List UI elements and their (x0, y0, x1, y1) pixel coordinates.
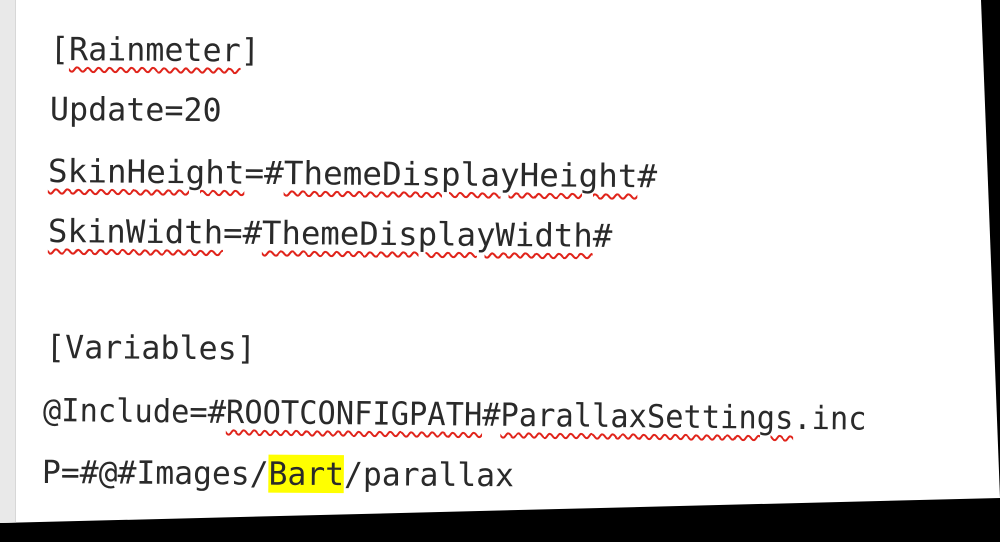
spellcheck-word: ROOTCONFIGPATH (225, 392, 483, 434)
code-line-skin-height[interactable]: SkinHeight=#ThemeDisplayHeight# (48, 151, 658, 196)
code-token: [ (49, 30, 70, 69)
code-token: # (592, 216, 613, 255)
code-token: [Variables] (45, 328, 256, 368)
code-token: Update=20 (49, 90, 222, 130)
code-line-skin-width[interactable]: SkinWidth=#ThemeDisplayWidth# (48, 211, 613, 256)
code-line-rainmeter-section[interactable]: [Rainmeter] (50, 29, 260, 70)
code-line-include[interactable]: @Include=#ROOTCONFIGPATH#ParallaxSetting… (43, 390, 867, 439)
code-line-update[interactable]: Update=20 (50, 89, 222, 130)
editor-gutter (0, 0, 16, 523)
code-token: @Include=# (42, 391, 227, 431)
spellcheck-word: SkinHeight (47, 152, 245, 192)
code-token: =# (244, 153, 284, 193)
spellcheck-word: SkinWidth (47, 212, 224, 252)
code-line-parallax-path[interactable]: P=#@#Images/Bart/parallax (42, 452, 514, 495)
code-token: /parallax (343, 455, 515, 495)
highlighted-word: Bart (268, 454, 345, 494)
spellcheck-word: Rainmeter (68, 30, 241, 70)
spellcheck-word: ParallaxSettings (500, 395, 794, 437)
spellcheck-word: ThemeDisplayWidth (261, 213, 593, 255)
code-line-variables-section[interactable]: [Variables] (46, 327, 256, 368)
code-token: .inc (793, 398, 867, 438)
code-token: ] (240, 31, 260, 70)
spellcheck-word: ThemeDisplayHeight (283, 154, 638, 196)
code-token: =# (222, 213, 263, 252)
code-token: # (482, 395, 501, 434)
code-token: P=#@#Images/ (41, 453, 269, 493)
code-token: # (637, 157, 658, 196)
